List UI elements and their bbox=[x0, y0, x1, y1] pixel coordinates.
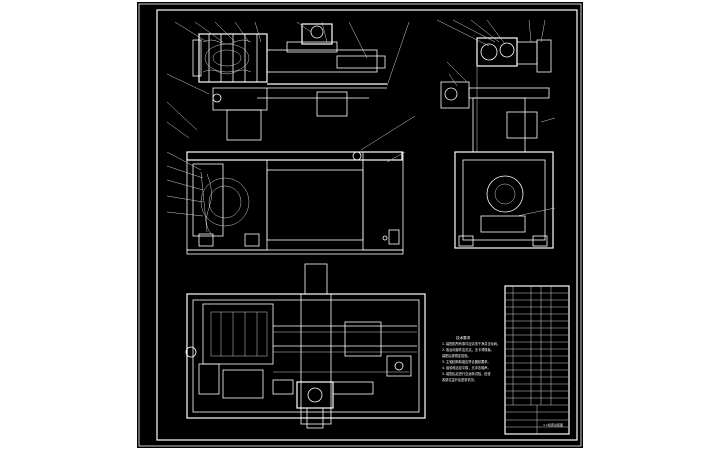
note-line: 装配后按规定检验。 bbox=[442, 354, 471, 358]
plan-view bbox=[185, 263, 426, 429]
inner-frame bbox=[156, 9, 578, 441]
note-line: 1. 装配前所有零件应清洗干净并去毛刺。 bbox=[442, 342, 501, 346]
front-view bbox=[166, 21, 416, 255]
technical-notes: 技术要求 1. 装配前所有零件应清洗干净并去毛刺。 2. 各运动部件应灵活，无卡… bbox=[442, 335, 502, 383]
note-line: 4. 齿轮啮合应平稳，无冲击噪声。 bbox=[442, 366, 491, 370]
cad-drawing: ××机床总装图 bbox=[138, 3, 582, 447]
note-line: 各部位温升及密封情况。 bbox=[442, 378, 478, 382]
drawing-sheet: ××机床总装图 技术要求 1. 装配前所有零件应清洗干净并去毛刺。 2. 各运动… bbox=[137, 2, 583, 448]
title-block-name: ××机床总装图 bbox=[543, 422, 563, 427]
note-line: 2. 各运动部件应灵活，无卡滞现象。 bbox=[442, 348, 494, 352]
outer-frame bbox=[138, 3, 582, 447]
note-line: 3. 主轴回转精度应符合图纸要求。 bbox=[442, 360, 491, 364]
parts-table: ××机床总装图 bbox=[504, 285, 570, 435]
side-view bbox=[436, 19, 556, 249]
notes-title: 技术要求 bbox=[456, 336, 471, 340]
note-line: 5. 装配后应进行空运转试验，检查 bbox=[442, 372, 491, 376]
